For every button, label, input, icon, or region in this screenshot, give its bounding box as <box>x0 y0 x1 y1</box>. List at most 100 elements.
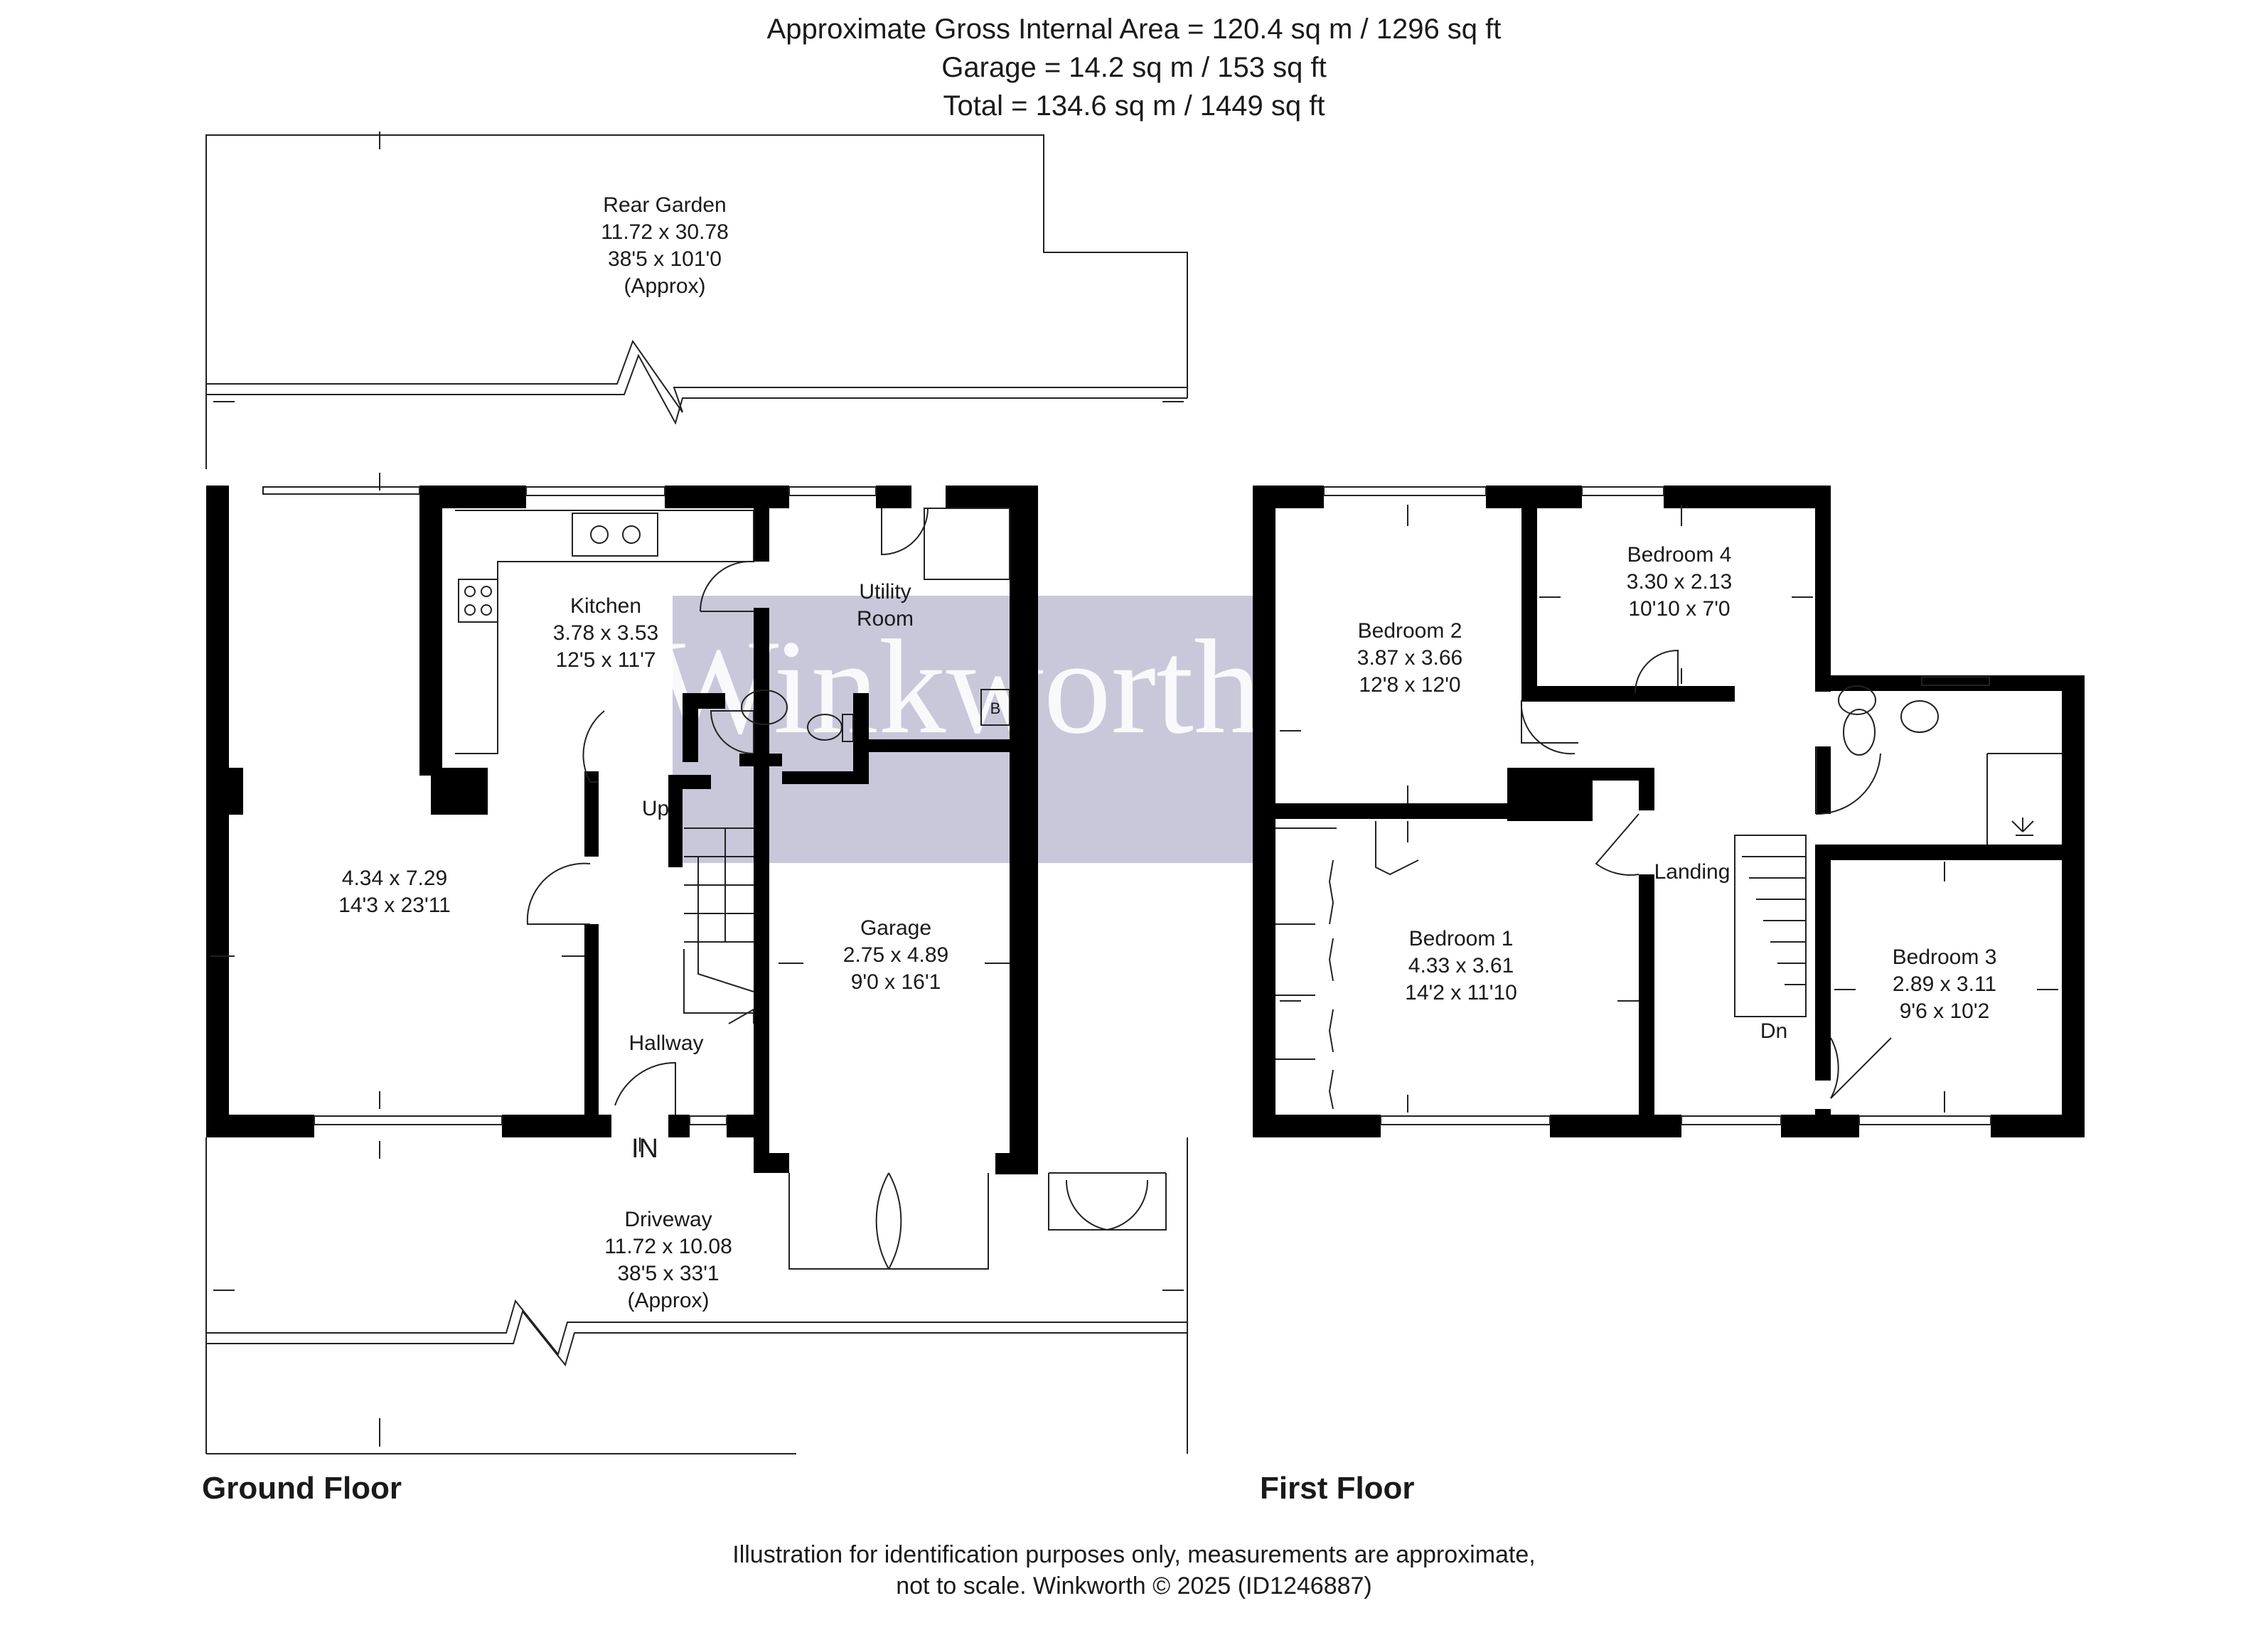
bedroom3-door-swing <box>1830 1037 1892 1099</box>
bedroom4-window <box>1581 486 1664 496</box>
garden-break-line-2 <box>206 353 1187 425</box>
svg-text:11.72 x 10.08: 11.72 x 10.08 <box>604 1235 732 1258</box>
stairs-up-label: Up <box>642 797 669 820</box>
svg-text:Utility: Utility <box>859 580 911 604</box>
wc-basin <box>741 690 788 725</box>
kitchen-door-swing <box>699 560 754 612</box>
bathroom-window <box>1921 676 1990 686</box>
bedroom2-label: Bedroom 2 3.87 x 3.66 12'8 x 12'0 <box>1357 619 1462 697</box>
svg-text:14'3 x 23'11: 14'3 x 23'11 <box>338 894 451 917</box>
shower-enclosure <box>1986 753 2062 845</box>
svg-text:Bedroom 4: Bedroom 4 <box>1627 543 1732 567</box>
svg-text:9'6 x 10'2: 9'6 x 10'2 <box>1900 999 1990 1023</box>
svg-text:2.75 x 4.89: 2.75 x 4.89 <box>843 943 948 967</box>
stair-treads <box>1742 856 1806 985</box>
patio-door-window <box>262 486 420 495</box>
shower-head <box>2011 818 2034 836</box>
bathroom-toilet <box>1843 709 1876 756</box>
svg-text:Kitchen: Kitchen <box>570 594 641 618</box>
bedroom2-door <box>1521 700 1578 744</box>
gross-internal-area: Approximate Gross Internal Area = 120.4 … <box>767 14 1502 45</box>
svg-text:Garage: Garage <box>860 916 931 940</box>
svg-text:Bedroom 2: Bedroom 2 <box>1358 619 1462 643</box>
svg-text:(Approx): (Approx) <box>624 274 705 298</box>
rear-garden-boundary <box>205 134 1188 469</box>
utility-door-swing <box>881 508 929 556</box>
first-floor-labels: Bedroom 2 3.87 x 3.66 12'8 x 12'0 Bedroo… <box>1260 543 1996 1506</box>
bedroom1-cupboard <box>1375 821 1419 876</box>
svg-text:Bedroom 3: Bedroom 3 <box>1893 945 1997 969</box>
ground-floor-labels: Rear Garden 11.72 x 30.78 38'5 x 101'0 (… <box>202 193 1000 1506</box>
rear-garden-label: Rear Garden 11.72 x 30.78 38'5 x 101'0 (… <box>601 193 729 298</box>
bedroom3-label: Bedroom 3 2.89 x 3.11 9'6 x 10'2 <box>1893 945 1997 1023</box>
bedroom1-door-swing <box>1595 813 1640 876</box>
living-window <box>314 1115 503 1125</box>
area-summary: Approximate Gross Internal Area = 120.4 … <box>767 14 1502 122</box>
ground-floor-dimension-arrows <box>210 132 1184 1447</box>
disclaimer-line-2: not to scale. Winkworth © 2025 (ID124688… <box>896 1572 1372 1599</box>
hall-door-swing <box>582 710 605 783</box>
stairs-down-label: Dn <box>1760 1019 1787 1043</box>
sink-bowl-2 <box>622 525 641 544</box>
stairs <box>684 827 754 943</box>
first-floor-dimension-arrows <box>1280 505 2058 1113</box>
svg-text:Driveway: Driveway <box>624 1208 712 1231</box>
svg-text:(Approx): (Approx) <box>627 1289 709 1312</box>
svg-text:3.30 x 2.13: 3.30 x 2.13 <box>1627 570 1732 594</box>
svg-text:Rear Garden: Rear Garden <box>603 193 726 217</box>
stair-rail <box>697 828 754 992</box>
front-door-swing <box>614 1061 676 1115</box>
bedroom4-label: Bedroom 4 3.30 x 2.13 10'10 x 7'0 <box>1627 543 1732 621</box>
utility-cupboard <box>924 508 1010 580</box>
bedroom3-window <box>1858 1115 1991 1125</box>
first-floor-fittings <box>1275 486 2062 1125</box>
kitchen-window <box>525 486 665 496</box>
bedroom4-door-swing <box>1635 649 1679 694</box>
driveway-break-line-2 <box>206 1309 1187 1367</box>
garage-label: Garage 2.75 x 4.89 9'0 x 16'1 <box>843 916 948 994</box>
garden-break-line-1 <box>206 339 1187 413</box>
living-door-swing <box>526 862 591 925</box>
svg-text:9'0 x 16'1: 9'0 x 16'1 <box>851 970 941 994</box>
hallway-label: Hallway <box>628 1031 703 1055</box>
landing-stairs <box>1734 835 1807 1017</box>
bedroom1-window <box>1380 1115 1551 1125</box>
bedroom1-label: Bedroom 1 4.33 x 3.61 14'2 x 11'10 <box>1405 927 1517 1004</box>
svg-text:12'8 x 12'0: 12'8 x 12'0 <box>1359 673 1460 697</box>
first-floor-title: First Floor <box>1260 1471 1415 1506</box>
driveway-break-line-1 <box>206 1299 1187 1356</box>
kitchen-label: Kitchen 3.78 x 3.53 12'5 x 11'7 <box>553 594 658 672</box>
wardrobe-doors <box>1328 859 1334 1110</box>
bathroom-toilet-cistern <box>1838 685 1876 715</box>
boiler-label: B <box>990 700 1001 717</box>
wardrobes <box>1275 827 1337 1060</box>
garage-area: Garage = 14.2 sq m / 153 sq ft <box>941 52 1326 83</box>
kitchen-sink <box>572 513 658 557</box>
svg-text:38'5 x 33'1: 38'5 x 33'1 <box>617 1262 719 1285</box>
boiler-box <box>980 689 1010 726</box>
wc-door-swing <box>710 710 754 754</box>
ground-floor-fittings <box>262 486 1167 1270</box>
svg-text:2.89 x 3.11: 2.89 x 3.11 <box>1893 972 1996 996</box>
garage-door-swing <box>875 1172 902 1270</box>
first-floor-walls <box>1253 486 2085 1137</box>
bedroom2-window <box>1323 486 1487 496</box>
landing-label: Landing <box>1654 860 1731 884</box>
utility-room-label: Utility Room <box>857 580 914 631</box>
landing-window <box>1681 1115 1782 1125</box>
disclaimer: Illustration for identification purposes… <box>732 1541 1536 1599</box>
ground-floor-title: Ground Floor <box>202 1471 402 1506</box>
living-room-label: 4.34 x 7.29 14'3 x 23'11 <box>338 867 451 917</box>
svg-text:10'10 x 7'0: 10'10 x 7'0 <box>1628 597 1730 621</box>
side-door-swing <box>1065 1179 1149 1231</box>
svg-text:11.72 x 30.78: 11.72 x 30.78 <box>601 220 729 244</box>
bathroom-door-swing <box>1816 746 1881 815</box>
disclaimer-line-1: Illustration for identification purposes… <box>732 1541 1536 1568</box>
understairs-cupboard <box>683 949 754 1024</box>
kitchen-worktop <box>455 510 754 754</box>
ground-floor-walls <box>206 486 1038 1174</box>
svg-text:3.87 x 3.66: 3.87 x 3.66 <box>1357 646 1462 670</box>
svg-text:Bedroom 1: Bedroom 1 <box>1409 927 1514 950</box>
svg-text:3.78 x 3.53: 3.78 x 3.53 <box>553 621 658 645</box>
